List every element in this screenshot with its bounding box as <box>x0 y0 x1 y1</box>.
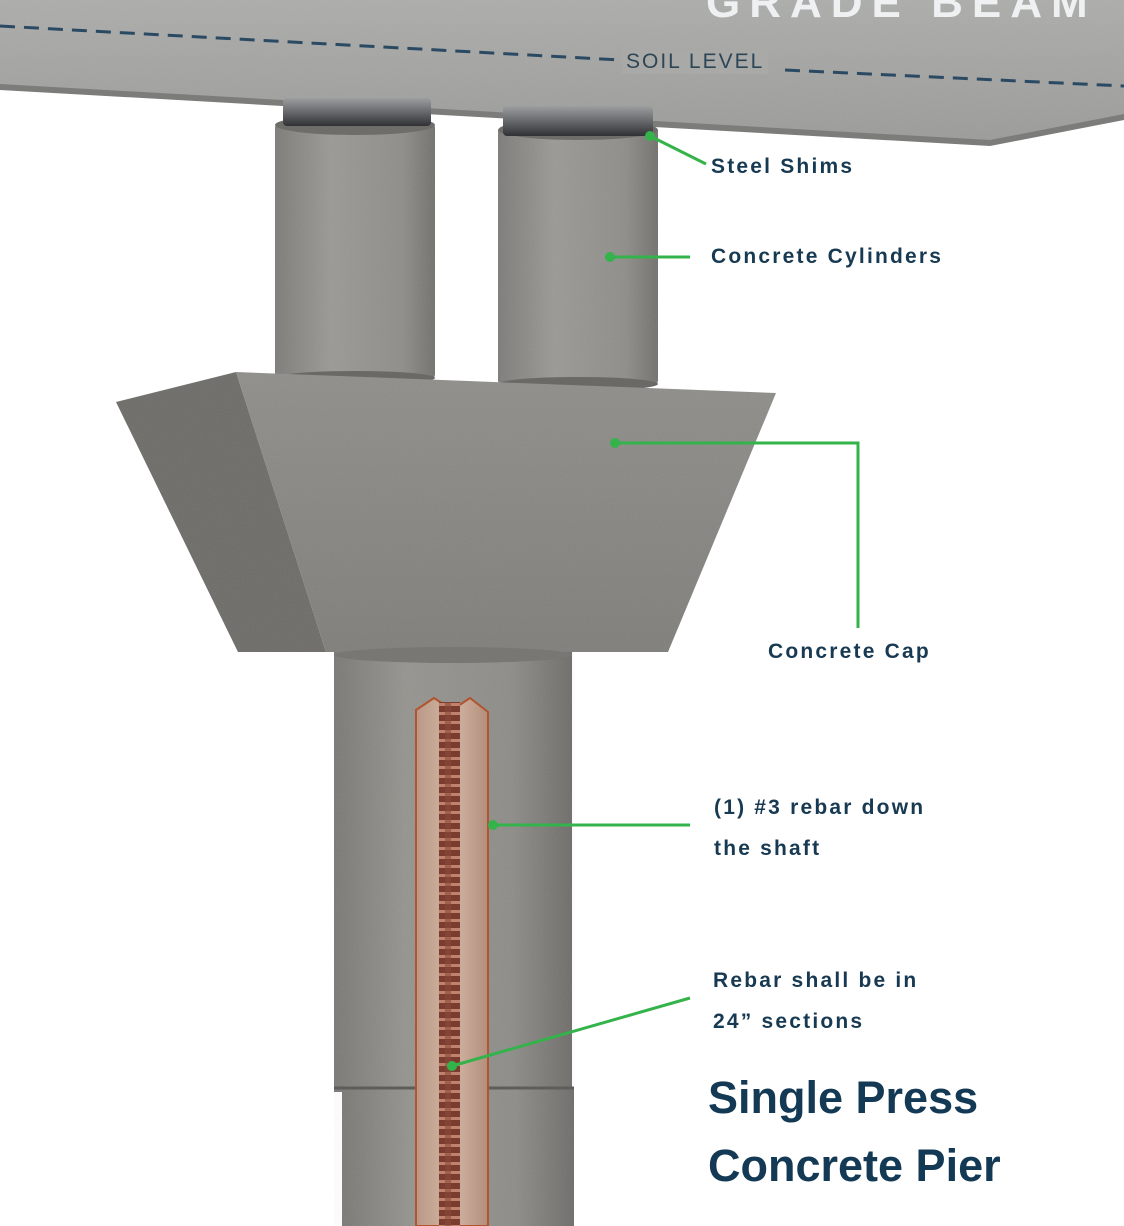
grade-beam-label: GRADE BEAM <box>706 0 1097 27</box>
rebar-sections-line1: Rebar shall be in <box>713 969 919 992</box>
steel-shim-right <box>503 106 653 136</box>
leader-rebar <box>488 820 690 830</box>
steel-shims-label: Steel Shims <box>711 155 855 178</box>
rebar-label: (1) #3 rebar down the shaft <box>714 787 925 869</box>
rebar-sections-label: Rebar shall be in 24” sections <box>713 960 918 1042</box>
concrete-cap <box>116 372 776 652</box>
grade-beam <box>0 0 1124 146</box>
soil-level-line <box>0 24 1124 88</box>
title-line2: Concrete Pier <box>708 1140 1001 1191</box>
concrete-cylinder-left <box>275 115 435 385</box>
concrete-cap-label: Concrete Cap <box>768 640 931 663</box>
soil-level-label: SOIL LEVEL <box>622 50 769 74</box>
diagram-title: Single Press Concrete Pier <box>708 1064 1001 1200</box>
title-line1: Single Press <box>708 1072 979 1123</box>
leader-rebar-sections <box>447 996 691 1071</box>
leader-steel-shims <box>645 131 707 166</box>
rebar <box>439 702 460 1226</box>
steel-shim-left <box>283 98 431 126</box>
concrete-cylinders-label: Concrete Cylinders <box>711 245 944 268</box>
leader-concrete-cylinders <box>605 252 690 262</box>
rebar-label-line2: the shaft <box>714 837 822 860</box>
rebar-label-line1: (1) #3 rebar down <box>714 796 926 819</box>
rebar-sections-line2: 24” sections <box>713 1010 865 1033</box>
leader-concrete-cap <box>610 438 860 628</box>
